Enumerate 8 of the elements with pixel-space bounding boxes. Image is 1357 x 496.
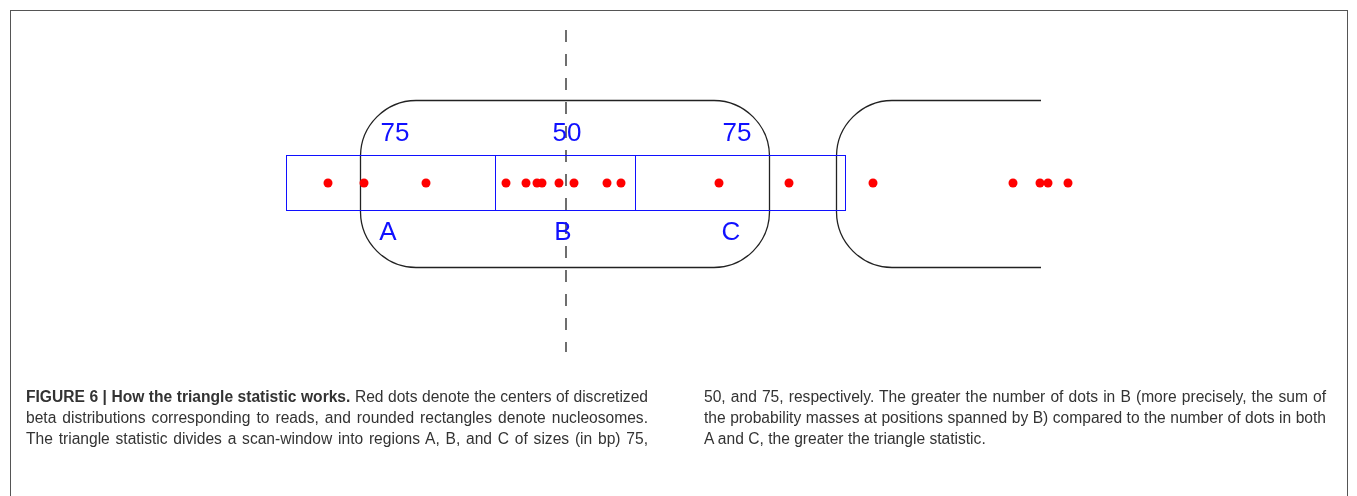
region-size: 75 xyxy=(722,119,752,145)
region-letter: B xyxy=(554,218,572,244)
region-box xyxy=(635,155,846,211)
region-size: 50 xyxy=(552,119,582,145)
caption: FIGURE 6 | How the triangle statistic works. Red dots denote the centers of discretized beta distributions corresponding to reads, and rounded rectangles denote nucleosomes. The triangle statistic divides a scan-window into regions A, B, and C of sizes (in bp) 75, 50, and 75, respectively. The greater the number of dots in B (more precisely, the sum of the probability masses at positions spanned by B) compared to the number of dots in both A and C, the greater the triangle statistic. xyxy=(26,387,1326,449)
region-size: 75 xyxy=(380,119,410,145)
region-letter: A xyxy=(379,218,397,244)
region-letter: C xyxy=(721,218,741,244)
